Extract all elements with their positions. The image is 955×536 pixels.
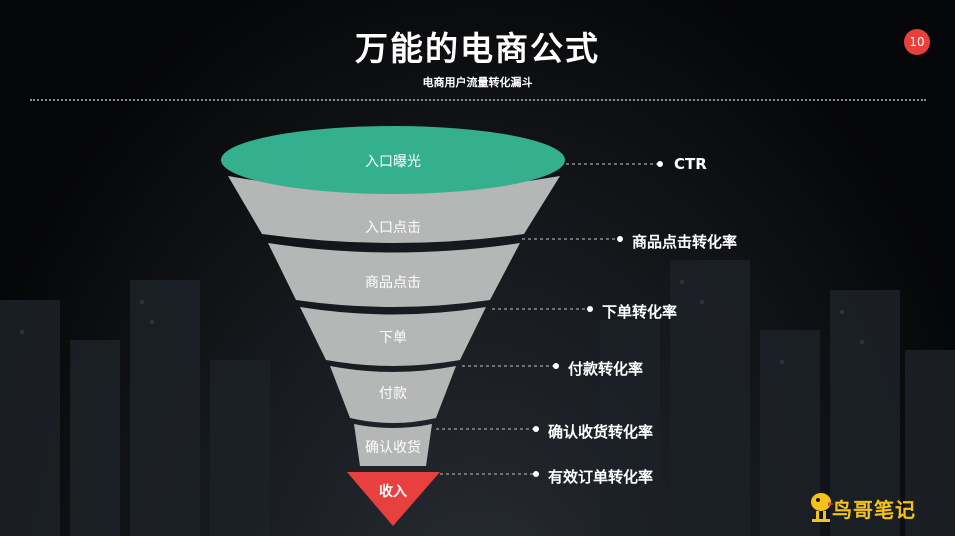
metric-label-payment-rate: 付款转化率 xyxy=(568,360,644,378)
connector-dot xyxy=(587,306,593,312)
funnel-segment-product-click xyxy=(268,243,520,307)
connector-dot xyxy=(533,471,539,477)
bird-mascot-icon xyxy=(811,493,834,522)
stage-label-product-click: 商品点击 xyxy=(365,275,421,291)
funnel-connectors xyxy=(436,163,660,475)
stage-label-order: 下单 xyxy=(379,330,407,346)
funnel-segment-entry-click xyxy=(228,176,560,243)
metric-label-valid-order-rate: 有效订单转化率 xyxy=(548,468,654,486)
page-title: 万能的电商公式 xyxy=(355,29,600,68)
stage-label-payment: 付款 xyxy=(379,386,407,402)
connector-dots xyxy=(533,161,663,477)
stage-label-receipt: 确认收货 xyxy=(365,440,421,456)
funnel-bottom-triangle xyxy=(347,472,440,526)
page-number-badge: 10 xyxy=(904,29,930,55)
page-subtitle: 电商用户流量转化漏斗 xyxy=(422,76,533,89)
stage-label-exposure: 入口曝光 xyxy=(365,154,421,170)
title-divider xyxy=(30,99,926,101)
connector-dot xyxy=(533,426,539,432)
funnel-top-ellipse xyxy=(221,126,565,194)
stage-label-revenue: 收入 xyxy=(379,484,407,500)
connector-dot xyxy=(657,161,663,167)
metric-label-ctr: CTR xyxy=(674,155,707,173)
connector-dot xyxy=(617,236,623,242)
funnel-segment-payment xyxy=(330,366,456,423)
connector-dot xyxy=(553,363,559,369)
metric-label-product-click-rate: 商品点击转化率 xyxy=(632,233,738,251)
stage-label-entry-click: 入口点击 xyxy=(365,220,421,236)
brand-logo-text: 鸟哥笔记 xyxy=(832,498,916,522)
funnel-segment-receipt xyxy=(354,424,432,466)
funnel-segment-order xyxy=(300,307,486,366)
metric-label-order-rate: 下单转化率 xyxy=(602,303,678,321)
metric-label-receipt-rate: 确认收货转化率 xyxy=(548,423,654,441)
